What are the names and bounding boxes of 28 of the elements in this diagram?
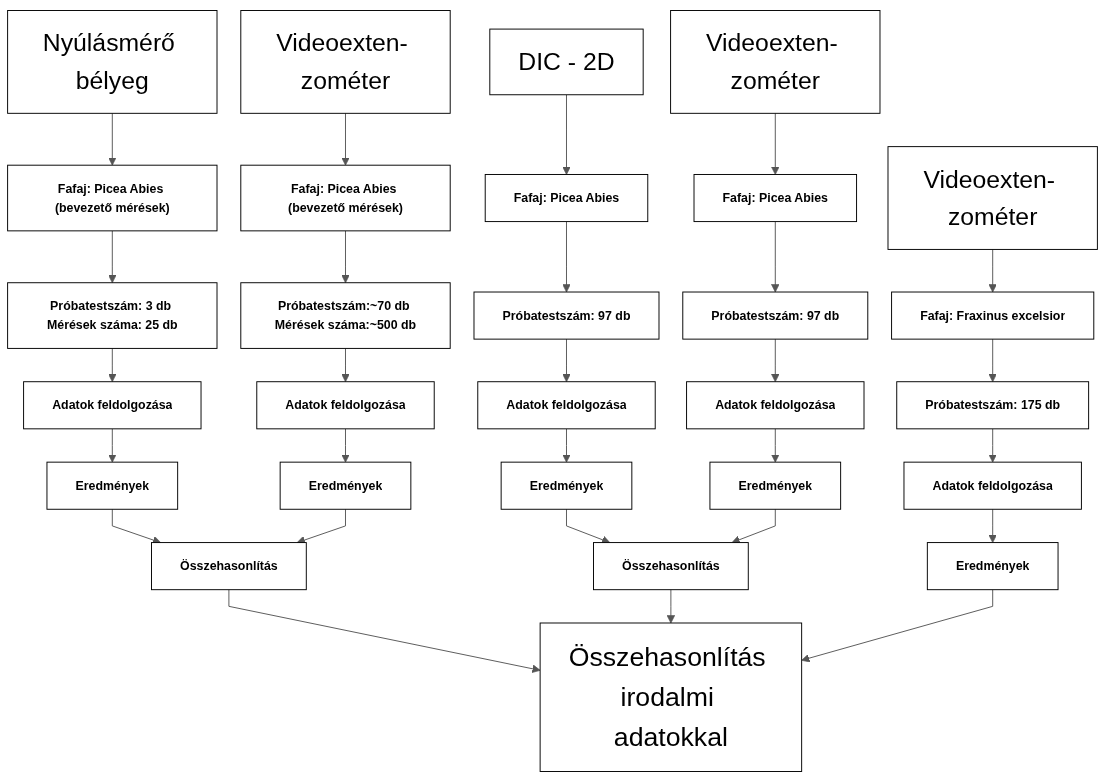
node-box: DIC - 2D: [489, 28, 644, 96]
node-box: Adatok feldolgozása: [256, 381, 435, 430]
node-box: Nyúlásmérő bélyeg: [7, 10, 218, 114]
node-box: Eredmények: [46, 461, 179, 510]
node-box: Fafaj: Picea Abies: [693, 174, 858, 223]
node-box: Próbatestszám: 97 db: [682, 291, 869, 340]
node-box: Fafaj: Picea Abies: [484, 174, 649, 223]
node-box: Próbatestszám: 3 db Mérések száma: 25 db: [7, 282, 218, 349]
node-box: Adatok feldolgozása: [903, 461, 1082, 510]
node-box: Videoexten- zométer: [887, 146, 1098, 250]
node-box: Próbatestszám: 175 db: [896, 381, 1090, 430]
node-box: Összehasonlítás: [593, 542, 749, 591]
node-box: Eredmények: [500, 461, 633, 510]
node-box: Próbatestszám: 97 db: [473, 291, 660, 340]
node-box: Fafaj: Picea Abies (bevezető mérések): [7, 164, 218, 232]
node-box: Fafaj: Fraxinus excelsior: [891, 291, 1095, 340]
node-box: Próbatestszám:~70 db Mérések száma:~500 db: [240, 282, 451, 349]
node-box: Videoexten- zométer: [670, 10, 881, 114]
node-box: Összehasonlítás irodalmi adatokkal: [539, 622, 803, 772]
node-box: Adatok feldolgozása: [477, 381, 656, 430]
node-box: Eredmények: [926, 542, 1059, 591]
node-box: Eredmények: [709, 461, 842, 510]
node-box: Eredmények: [279, 461, 412, 510]
node-box: Videoexten- zométer: [240, 10, 451, 114]
node-box: Fafaj: Picea Abies (bevezető mérések): [240, 164, 451, 232]
node-box: Összehasonlítás: [151, 542, 307, 591]
node-box: Adatok feldolgozása: [23, 381, 202, 430]
node-box: Adatok feldolgozása: [686, 381, 865, 430]
